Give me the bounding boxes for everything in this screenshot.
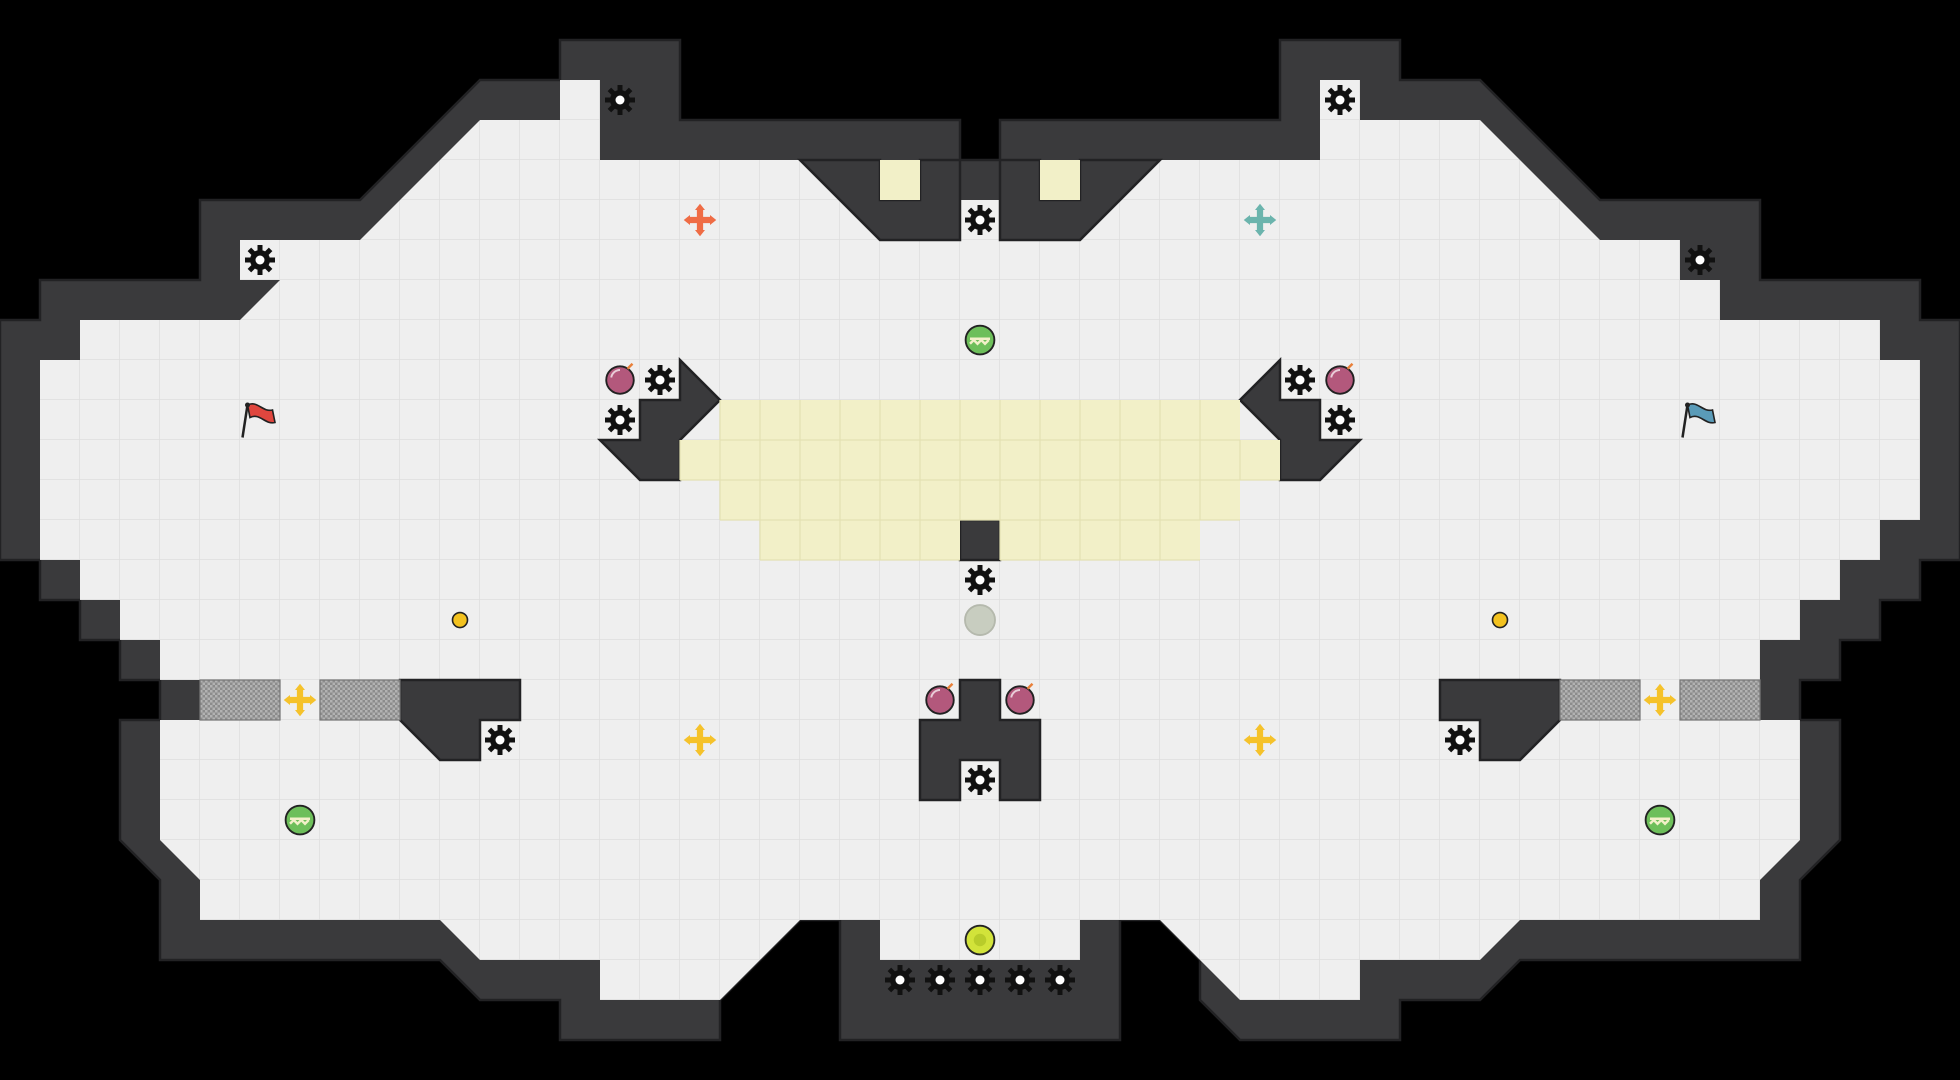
red-flag-icon xyxy=(241,402,276,438)
center-pillar xyxy=(958,518,1002,562)
grates xyxy=(199,679,1761,721)
spike-icon xyxy=(1325,405,1355,435)
powerup-icon xyxy=(1644,804,1676,836)
spike-icon xyxy=(925,965,955,995)
spike-icon xyxy=(605,405,635,435)
bomb-icon xyxy=(925,682,955,715)
powerup-icon xyxy=(284,804,316,836)
bomb-icon xyxy=(1005,682,1035,715)
boost-yellow-icon xyxy=(683,723,717,757)
bomb-icon xyxy=(605,362,635,395)
boost-yellow-icon xyxy=(1243,723,1277,757)
spike-icon xyxy=(1045,965,1075,995)
spike-icon xyxy=(245,245,275,275)
boost-yellow-icon xyxy=(283,683,317,717)
spike-icon xyxy=(605,85,635,115)
spike-icon xyxy=(1285,365,1315,395)
mid-right-block xyxy=(1238,356,1364,482)
bomb-icon xyxy=(1325,362,1355,395)
spike-icon xyxy=(965,565,995,595)
center-token-icon xyxy=(964,924,996,956)
yellow-zone-grid xyxy=(679,400,1280,561)
boost-yellow-icon xyxy=(1643,683,1677,717)
blue-flag-icon xyxy=(1681,402,1716,438)
bottom-center-cup xyxy=(918,678,1042,802)
items-layer xyxy=(241,324,1716,956)
boost-orange-icon xyxy=(683,203,717,237)
ball-spawn-marker xyxy=(964,604,996,636)
token-icon xyxy=(1491,611,1509,629)
spike-icon xyxy=(965,205,995,235)
spike-icon xyxy=(1325,85,1355,115)
spike-icon xyxy=(965,765,995,795)
spike-icon xyxy=(645,365,675,395)
powerup-icon xyxy=(964,324,996,356)
boost-teal-icon xyxy=(1243,203,1277,237)
spike-icon xyxy=(1445,725,1475,755)
spike-icon xyxy=(965,965,995,995)
token-icon xyxy=(451,611,469,629)
spike-icon xyxy=(1005,965,1035,995)
boosts-layer xyxy=(283,203,1677,757)
spike-icon xyxy=(485,725,515,755)
spike-icon xyxy=(1685,245,1715,275)
spike-icon xyxy=(885,965,915,995)
yellow-zone xyxy=(680,160,1280,560)
lower-left-block xyxy=(398,678,522,762)
